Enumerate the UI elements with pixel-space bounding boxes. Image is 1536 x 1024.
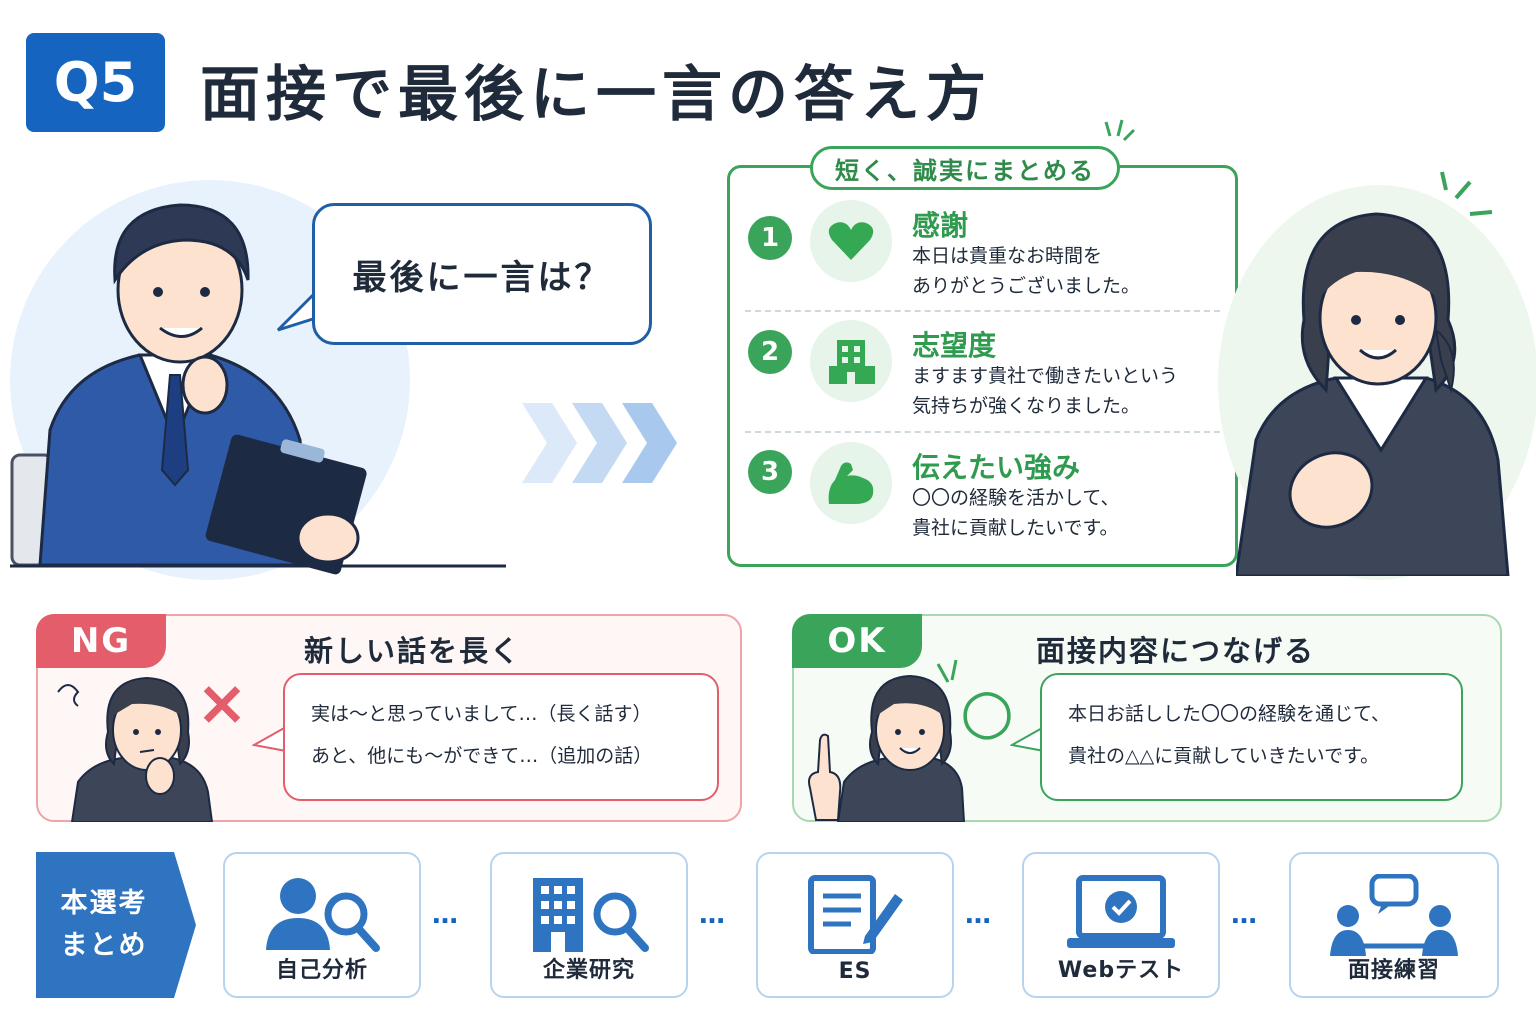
step-card-web-test: Webテスト — [1022, 852, 1220, 998]
ok-speech-bubble: 本日お話しした〇〇の経験を通じて、 貴社の△△に貢献していきたいです。 — [1040, 673, 1463, 801]
interviewer-question-bubble: 最後に一言は？ — [312, 203, 652, 345]
step-label: 企業研究 — [542, 958, 635, 983]
summary-tag-shape — [36, 852, 196, 998]
tip-number-3: 3 — [748, 450, 792, 494]
ok-heading: 面接内容につなげる — [1036, 634, 1316, 668]
ng-line: 実は〜と思っていまして…（長く話す） — [311, 703, 652, 725]
question-number-badge: Q5 — [26, 33, 165, 132]
arrow-chevrons-icon — [522, 403, 677, 483]
laptop-check-icon — [1067, 875, 1175, 948]
summary-tag: 本選考 まとめ — [36, 852, 172, 998]
tip-number-1: 1 — [748, 216, 792, 260]
sparkle-icon — [1104, 119, 1136, 142]
ng-line: あと、他にも〜ができて…（追加の話） — [311, 745, 653, 767]
ng-tag: NG — [36, 614, 166, 668]
step-separator: … — [1231, 900, 1260, 930]
tip-body-line: 貴社に貢献したいです。 — [912, 517, 1119, 539]
divider — [745, 310, 1220, 312]
interview-icon — [1330, 874, 1458, 956]
step-card-interview-practice: 面接練習 — [1289, 852, 1499, 998]
tip-body-3: 〇〇の経験を活かして、 貴社に貢献したいです。 — [912, 483, 1119, 543]
ng-heading: 新しい話を長く — [304, 634, 522, 668]
tip-title-3: 伝えたい強み — [912, 451, 1081, 484]
speech-bubble-tail — [276, 290, 318, 332]
heart-icon — [828, 222, 874, 260]
tip-body-line: 本日は貴重なお時間を — [912, 245, 1103, 267]
tip-body-line: ますます貴社で働きたいという — [912, 365, 1179, 387]
candidate-illustration — [1236, 212, 1510, 576]
tip-body-line: 〇〇の経験を活かして、 — [912, 487, 1120, 509]
summary-tag-line: まとめ — [60, 930, 148, 961]
sparkle-icon — [1440, 171, 1493, 216]
building-search-icon — [533, 878, 649, 952]
person-search-icon — [266, 878, 380, 952]
ok-circle-mark: ○ — [960, 674, 1015, 747]
ok-line: 貴社の△△に貢献していきたいです。 — [1068, 745, 1380, 767]
ok-line: 本日お話しした〇〇の経験を通じて、 — [1068, 703, 1391, 725]
step-label: 自己分析 — [275, 958, 368, 983]
step-separator: … — [965, 900, 994, 930]
document-edit-icon — [808, 875, 903, 954]
tip-icon-circle-1 — [810, 200, 892, 282]
tip-body-line: 気持ちが強くなりました。 — [912, 395, 1141, 417]
speech-bubble-tail — [252, 726, 287, 752]
divider — [745, 431, 1220, 433]
step-card-es: ES — [756, 852, 954, 998]
page-title: 面接で最後に一言の答え方 — [200, 60, 992, 130]
summary-tag-line: 本選考 — [60, 888, 148, 919]
tips-card-header: 短く、誠実にまとめる — [810, 146, 1120, 190]
step-label: Webテスト — [1057, 958, 1185, 983]
interviewer-illustration — [10, 203, 506, 575]
step-label: 面接練習 — [1347, 958, 1440, 983]
step-separator: … — [699, 900, 728, 930]
ok-candidate-illustration — [808, 659, 966, 822]
step-label: ES — [838, 959, 872, 984]
step-separator: … — [432, 900, 461, 930]
tip-icon-circle-3 — [810, 442, 892, 524]
flexed-arm-icon — [828, 462, 874, 504]
speech-bubble-tail — [1010, 726, 1045, 752]
tip-body-line: ありがとうございました。 — [912, 275, 1141, 297]
ng-candidate-illustration — [57, 676, 214, 822]
ng-cross-mark: × — [196, 666, 248, 739]
ng-speech-bubble: 実は〜と思っていまして…（長く話す） あと、他にも〜ができて…（追加の話） — [283, 673, 719, 801]
building-icon — [829, 340, 875, 384]
tip-number-2: 2 — [748, 330, 792, 374]
tip-icon-circle-2 — [810, 320, 892, 402]
step-card-company-research: 企業研究 — [490, 852, 688, 998]
ok-tag: OK — [792, 614, 922, 668]
tip-body-1: 本日は貴重なお時間を ありがとうございました。 — [912, 241, 1140, 301]
tip-title-1: 感謝 — [912, 209, 969, 242]
step-card-self-analysis: 自己分析 — [223, 852, 421, 998]
tip-body-2: ますます貴社で働きたいという 気持ちが強くなりました。 — [912, 361, 1178, 421]
tip-title-2: 志望度 — [912, 329, 997, 362]
